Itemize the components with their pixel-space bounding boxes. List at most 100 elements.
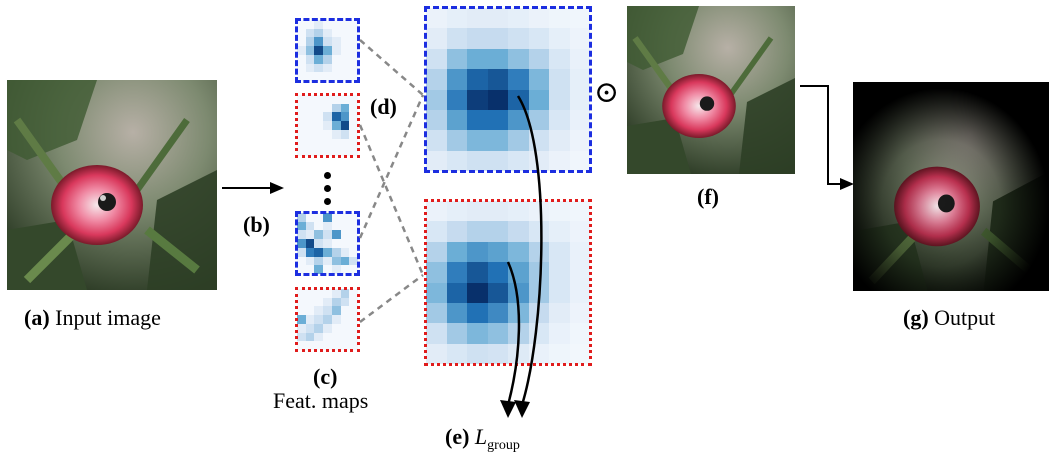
heatmap-cell bbox=[349, 297, 358, 307]
heatmap-cell bbox=[487, 89, 508, 110]
heatmap-cell bbox=[426, 28, 447, 49]
heatmap-cell bbox=[426, 343, 447, 364]
heatmap-cell bbox=[314, 265, 324, 274]
heatmap-cell bbox=[426, 241, 447, 263]
heatmap-cell bbox=[569, 150, 590, 171]
heatmap-cell bbox=[323, 46, 332, 55]
heatmap-cell bbox=[305, 341, 315, 350]
label-d: (d) bbox=[370, 94, 397, 119]
heatmap-cell bbox=[323, 37, 332, 47]
heatmap-cell bbox=[426, 201, 447, 222]
heatmap-cell bbox=[426, 302, 447, 324]
heatmap-cell bbox=[508, 89, 529, 110]
heatmap-cell bbox=[349, 20, 358, 29]
heatmap-cell bbox=[528, 150, 549, 171]
heatmap-cell bbox=[331, 247, 341, 257]
heatmap-cell bbox=[528, 130, 549, 151]
heatmap-cell bbox=[569, 130, 590, 151]
heatmap-cell bbox=[446, 241, 467, 263]
heatmap-cell bbox=[467, 28, 488, 49]
heatmap-cell bbox=[323, 112, 332, 122]
heatmap-cell bbox=[446, 302, 467, 324]
heatmap-cell bbox=[297, 103, 306, 113]
heatmap-cell bbox=[349, 95, 358, 104]
heatmap-cell bbox=[487, 150, 508, 171]
heatmap-cell bbox=[487, 241, 508, 263]
heatmap-cell bbox=[426, 282, 447, 303]
heatmap-cell bbox=[323, 297, 332, 307]
heatmap-cell bbox=[487, 302, 508, 324]
heatmap-cell bbox=[297, 230, 306, 240]
heatmap-cell bbox=[314, 323, 324, 333]
heatmap-cell bbox=[569, 69, 590, 90]
heatmap-cell bbox=[297, 20, 306, 29]
heatmap-cell bbox=[569, 221, 590, 242]
heatmap-cell bbox=[340, 129, 350, 139]
heatmap-cell bbox=[323, 265, 332, 274]
heatmap-cell bbox=[446, 69, 467, 90]
heatmap-cell bbox=[340, 103, 350, 113]
heatmap-cell bbox=[331, 213, 341, 222]
heatmap-cell bbox=[297, 54, 306, 64]
heatmap-cell bbox=[297, 221, 306, 231]
aggregated-map-blue bbox=[426, 8, 590, 171]
heatmap-cell bbox=[487, 282, 508, 303]
heatmap-cell bbox=[528, 241, 549, 263]
heatmap-cell bbox=[569, 201, 590, 222]
heatmap-cell bbox=[528, 323, 549, 344]
heatmap-cell bbox=[314, 147, 324, 156]
heatmap-cell bbox=[314, 129, 324, 139]
heatmap-cell bbox=[331, 256, 341, 266]
heatmap-cell bbox=[331, 297, 341, 307]
heatmap-cell bbox=[487, 28, 508, 49]
heatmap-cell bbox=[349, 213, 358, 222]
heatmap-cell bbox=[340, 289, 350, 298]
heatmap-cell bbox=[340, 221, 350, 231]
heatmap-cell bbox=[297, 147, 306, 156]
heatmap-cell bbox=[508, 221, 529, 242]
heatmap-cell bbox=[467, 201, 488, 222]
heatmap-cell bbox=[323, 28, 332, 38]
feature-map-red-1 bbox=[297, 95, 358, 156]
heatmap-cell bbox=[323, 230, 332, 240]
heatmap-cell bbox=[467, 130, 488, 151]
heatmap-cell bbox=[305, 332, 315, 342]
heatmap-cell bbox=[340, 95, 350, 104]
heatmap-cell bbox=[467, 343, 488, 364]
heatmap-cell bbox=[508, 201, 529, 222]
heatmap-cell bbox=[323, 121, 332, 130]
heatmap-cell bbox=[446, 201, 467, 222]
heatmap-cell bbox=[426, 8, 447, 29]
heatmap-cell bbox=[331, 112, 341, 122]
heatmap-cell bbox=[305, 213, 315, 222]
hadamard-product-symbol: ⊙ bbox=[594, 76, 620, 109]
heatmap-cell bbox=[446, 221, 467, 242]
heatmap-cell bbox=[446, 48, 467, 70]
heatmap-cell bbox=[297, 37, 306, 47]
heatmap-cell bbox=[331, 230, 341, 240]
heatmap-cell bbox=[446, 262, 467, 283]
heatmap-cell bbox=[549, 221, 570, 242]
heatmap-cell bbox=[349, 147, 358, 156]
heatmap-cell bbox=[331, 95, 341, 104]
heatmap-cell bbox=[340, 315, 350, 324]
heatmap-cell bbox=[426, 323, 447, 344]
arrow-f-to-g bbox=[800, 85, 854, 190]
heatmap-cell bbox=[349, 112, 358, 122]
heatmap-cell bbox=[305, 256, 315, 266]
heatmap-cell bbox=[426, 130, 447, 151]
heatmap-cell bbox=[528, 282, 549, 303]
feature-map-blue-2 bbox=[297, 213, 358, 274]
heatmap-cell bbox=[349, 121, 358, 130]
heatmap-cell bbox=[297, 341, 306, 350]
label-f: (f) bbox=[697, 184, 719, 209]
heatmap-cell bbox=[331, 239, 341, 248]
heatmap-cell bbox=[487, 343, 508, 364]
heatmap-cell bbox=[323, 341, 332, 350]
heatmap-cell bbox=[340, 213, 350, 222]
heatmap-cell bbox=[305, 28, 315, 38]
heatmap-cell bbox=[426, 221, 447, 242]
heatmap-cell bbox=[323, 129, 332, 139]
heatmap-cell bbox=[331, 46, 341, 55]
heatmap-cell bbox=[331, 289, 341, 298]
